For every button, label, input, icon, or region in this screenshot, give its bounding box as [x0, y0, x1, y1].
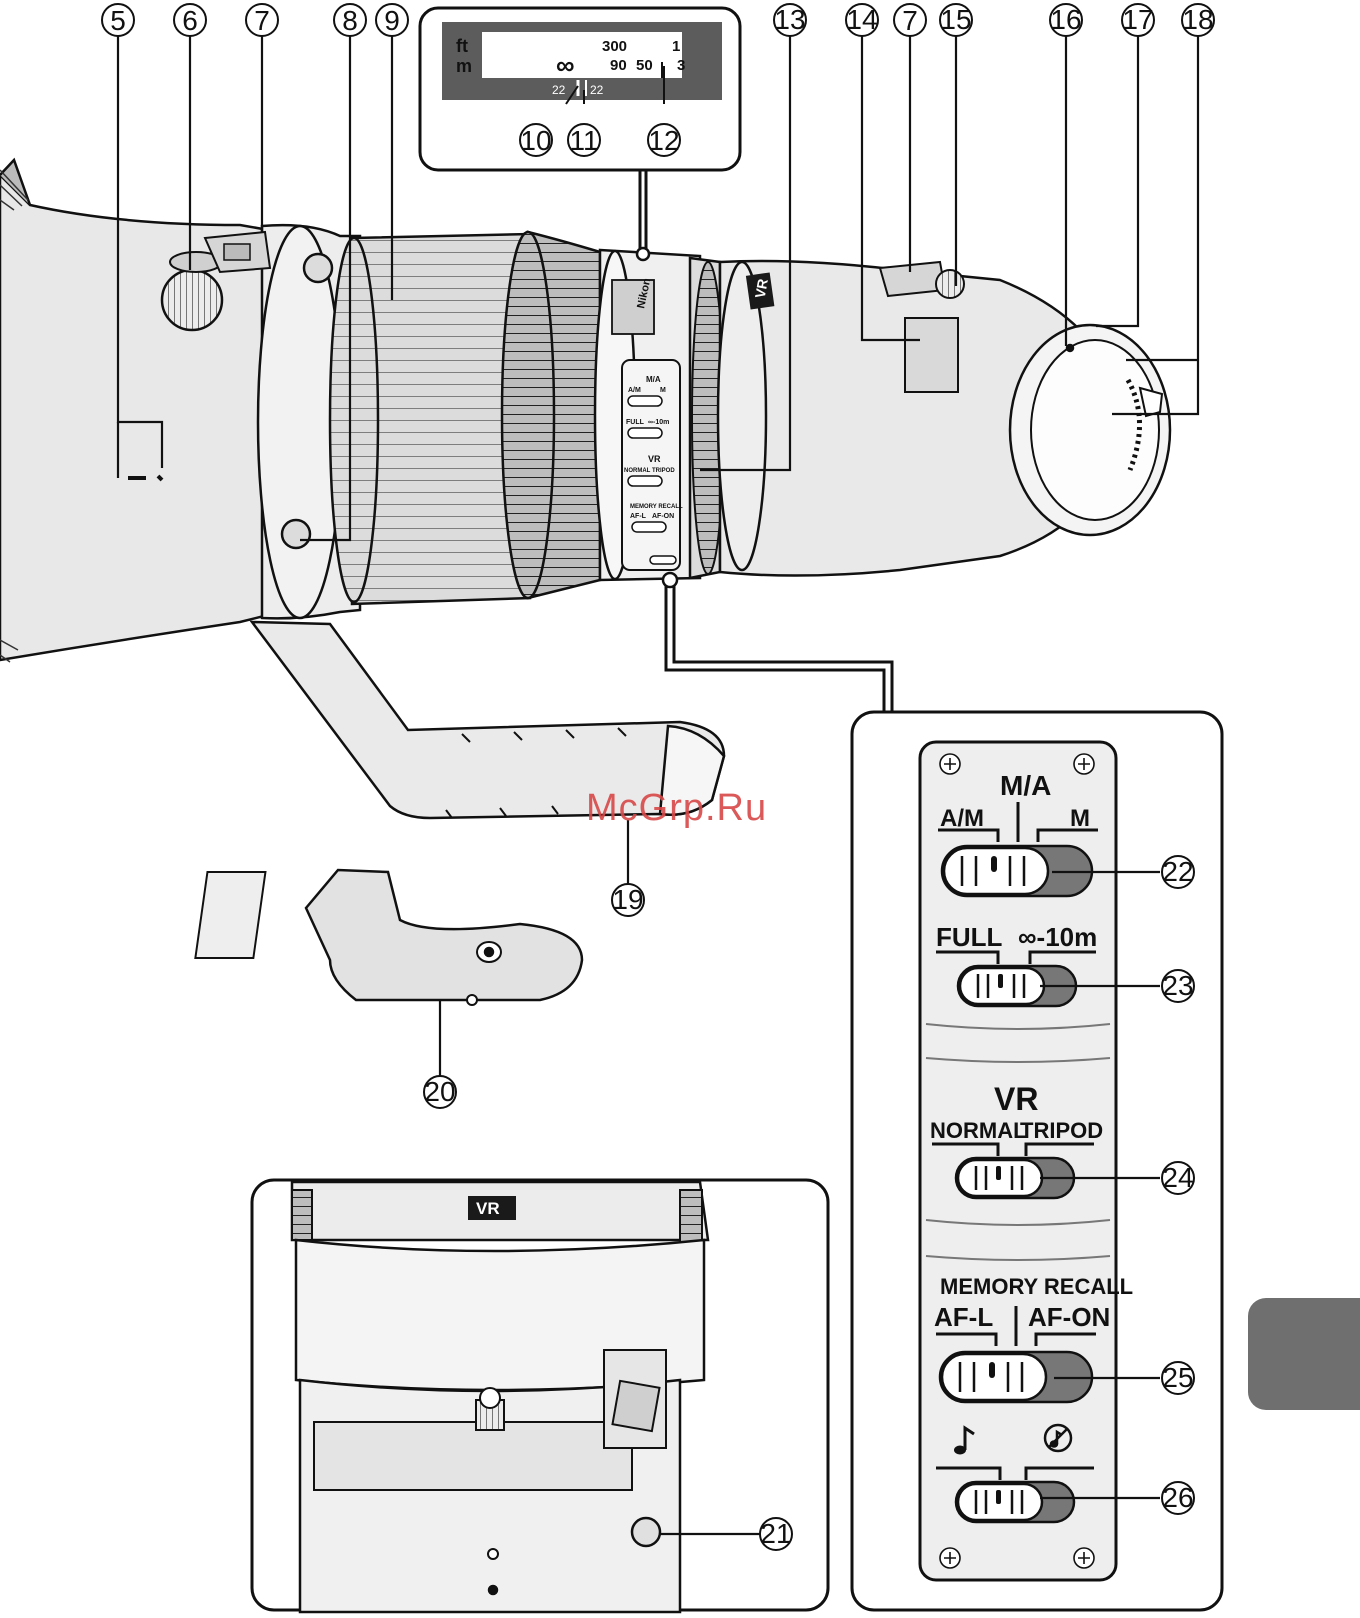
- callout-11: 11: [568, 124, 600, 156]
- section-tab: [1248, 1298, 1360, 1410]
- svg-text:24: 24: [1162, 1162, 1193, 1193]
- svg-text:26: 26: [1162, 1482, 1193, 1513]
- vr-badge-bottom-text: VR: [476, 1199, 500, 1218]
- callout-17: 17: [1122, 4, 1154, 36]
- foot-plate: [195, 870, 582, 1005]
- scale-infinity: ∞: [556, 50, 575, 80]
- svg-text:20: 20: [424, 1076, 455, 1107]
- svg-text:22: 22: [1162, 856, 1193, 887]
- scale-m-label: m: [456, 56, 472, 76]
- mini-vr-title: VR: [648, 454, 661, 464]
- svg-text:9: 9: [384, 5, 400, 36]
- svg-text:17: 17: [1122, 4, 1153, 35]
- callout-22: 22: [1162, 856, 1194, 888]
- vr-right-label: TRIPOD: [1020, 1118, 1103, 1143]
- mini-vr-right: TRIPOD: [652, 468, 675, 474]
- vr-badge-text: VR: [752, 278, 771, 300]
- collar-hole: [632, 1518, 660, 1546]
- callout-10: 10: [520, 124, 552, 156]
- mini-focus-right: M: [660, 387, 666, 394]
- callout-18: 18: [1182, 4, 1214, 36]
- svg-text:10: 10: [520, 125, 551, 156]
- callout-14: 14: [846, 4, 878, 36]
- callout-7-rear: 7: [894, 4, 926, 36]
- callout-24: 24: [1162, 1162, 1194, 1194]
- mini-memory-right: AF-ON: [652, 513, 674, 520]
- scale-m-value-a: 90: [610, 57, 627, 74]
- focus-mode-right-label: M: [1070, 805, 1090, 832]
- svg-text:11: 11: [569, 125, 598, 156]
- lens-main: VR: [0, 160, 1170, 662]
- callout-9: 9: [376, 4, 408, 36]
- callout-16: 16: [1050, 4, 1082, 36]
- svg-text:7: 7: [254, 5, 270, 36]
- callout-15: 15: [940, 4, 972, 36]
- svg-text:6: 6: [182, 5, 198, 36]
- svg-text:14: 14: [846, 4, 877, 35]
- svg-text:25: 25: [1162, 1362, 1193, 1393]
- dof-left: 22: [552, 83, 566, 97]
- mini-memory-left: AF-L: [630, 513, 647, 520]
- callout-13: 13: [774, 4, 806, 36]
- filter-lock-knob: [936, 270, 964, 298]
- mini-focus-left: A/M: [628, 387, 641, 394]
- focus-limit-right-label: ∞-10m: [1018, 922, 1097, 952]
- scale-ft-label: ft: [456, 36, 468, 56]
- callout-7: 7: [246, 4, 278, 36]
- memory-title-label: MEMORY RECALL: [940, 1274, 1133, 1299]
- scale-m-edge: 3: [677, 57, 685, 74]
- callout-12: 12: [648, 124, 680, 156]
- callout-25: 25: [1162, 1362, 1194, 1394]
- callout-5: 5: [102, 4, 134, 36]
- mini-memory-title: MEMORY RECALL: [630, 504, 683, 510]
- callout-20: 20: [424, 1076, 456, 1108]
- svg-text:16: 16: [1050, 4, 1081, 35]
- callout-23: 23: [1162, 970, 1194, 1002]
- bottom-view-inset: VR: [252, 1180, 828, 1612]
- svg-text:12: 12: [648, 125, 679, 156]
- focus-limit-left-label: FULL: [936, 922, 1003, 952]
- callout-21: 21: [760, 1518, 792, 1550]
- focus-mode-top-label: M/A: [1000, 770, 1051, 801]
- dof-right: 22: [590, 83, 604, 97]
- svg-text:15: 15: [940, 4, 971, 35]
- scale-ft-edge: 1: [672, 38, 680, 55]
- mini-limit-right: ∞-10m: [648, 419, 669, 426]
- sound-switch[interactable]: [956, 1482, 1074, 1522]
- vr-title-label: VR: [994, 1081, 1038, 1117]
- callout-19: 19: [612, 884, 644, 916]
- callout-8: 8: [334, 4, 366, 36]
- mini-focus-top: M/A: [646, 375, 661, 384]
- memory-left-label: AF-L: [934, 1302, 993, 1332]
- collar-screw-top: [304, 254, 332, 282]
- mini-vr-left: NORMAL: [624, 468, 651, 474]
- mini-limit-left: FULL: [626, 419, 645, 426]
- svg-text:19: 19: [612, 884, 643, 915]
- svg-text:7: 7: [902, 5, 918, 36]
- svg-text:13: 13: [774, 4, 805, 35]
- focus-mode-left-label: A/M: [940, 805, 984, 832]
- callout-26: 26: [1162, 1482, 1194, 1514]
- svg-text:18: 18: [1182, 4, 1213, 35]
- collar-screw-bottom: [282, 520, 310, 548]
- collar-knob: [162, 270, 222, 330]
- svg-text:23: 23: [1162, 970, 1193, 1001]
- watermark-text: McGrp.Ru: [586, 787, 767, 830]
- vr-left-label: NORMAL: [930, 1118, 1027, 1143]
- svg-text:21: 21: [760, 1518, 791, 1549]
- memory-right-label: AF-ON: [1028, 1302, 1110, 1332]
- svg-text:8: 8: [342, 5, 358, 36]
- filter-holder: [905, 318, 958, 392]
- callout-6: 6: [174, 4, 206, 36]
- svg-text:5: 5: [110, 5, 126, 36]
- scale-m-value-b: 50: [636, 57, 653, 74]
- scale-ft-value: 300: [602, 38, 627, 55]
